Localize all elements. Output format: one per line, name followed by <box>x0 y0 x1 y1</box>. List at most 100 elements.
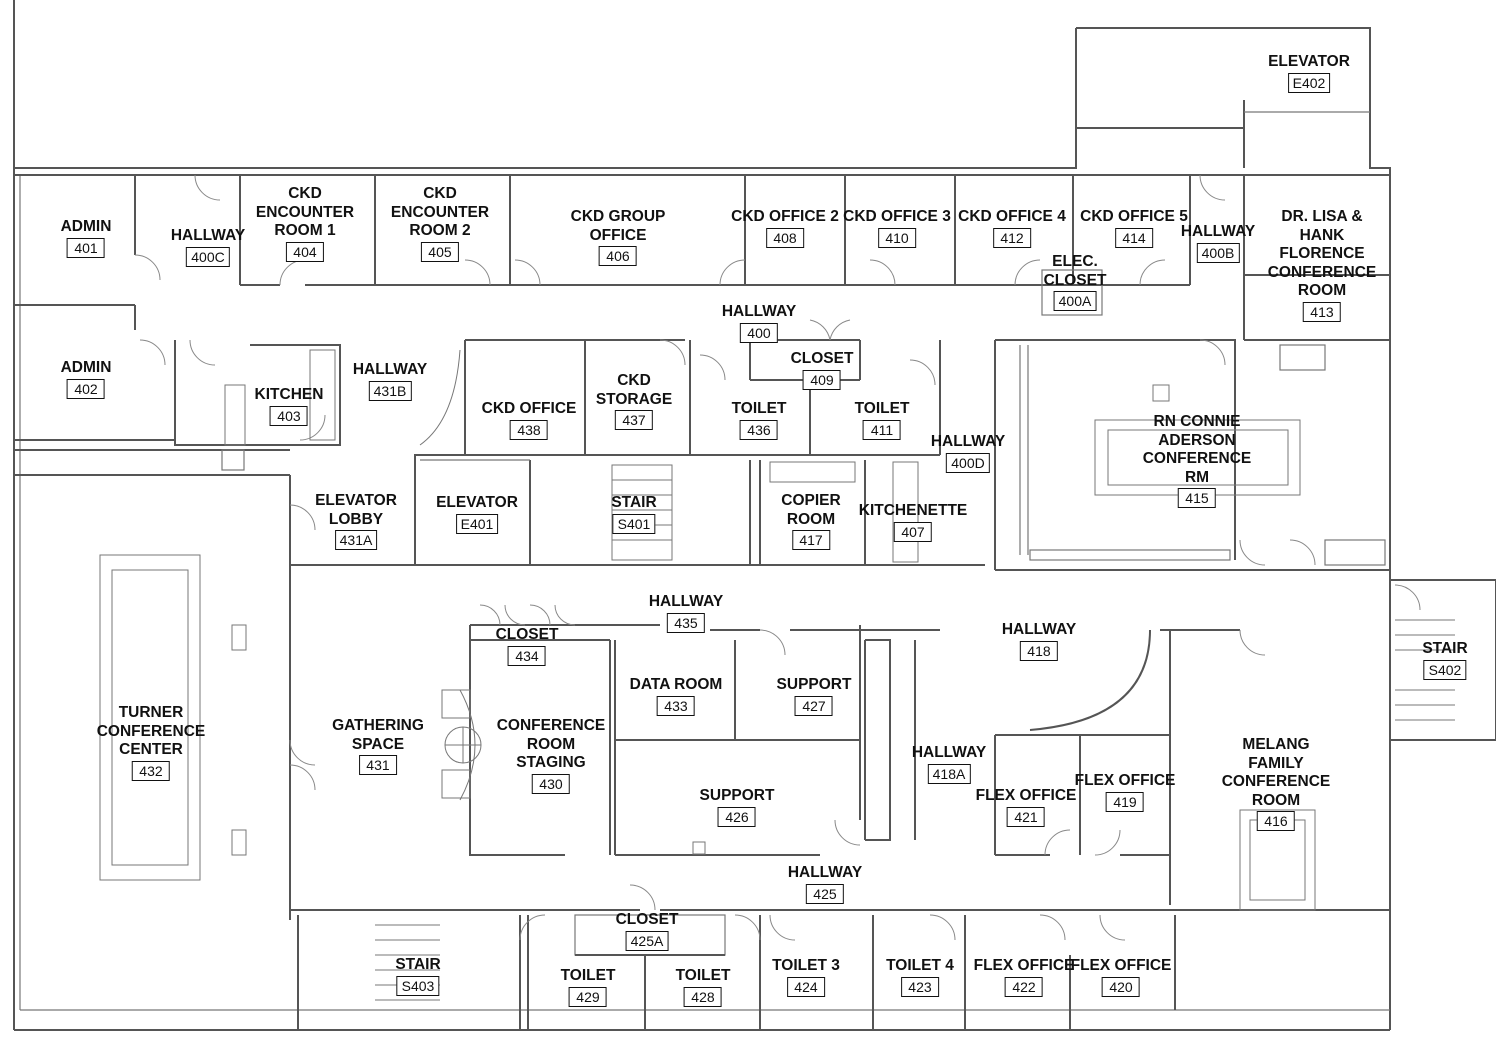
room-number: 400C <box>186 246 230 267</box>
room-number: E401 <box>455 513 499 534</box>
room-number: 403 <box>269 405 308 426</box>
room-number: 406 <box>598 246 637 266</box>
room-number: 414 <box>1115 227 1153 248</box>
room-number: 434 <box>508 645 546 666</box>
room-number: 408 <box>766 227 804 248</box>
room-number: 418A <box>927 763 971 784</box>
room-number: 400 <box>739 322 778 343</box>
room-number: S401 <box>612 513 656 534</box>
room-number: 436 <box>739 419 778 440</box>
room-number: 424 <box>786 976 825 997</box>
door-swings <box>134 174 1421 941</box>
room-number: 418 <box>1019 640 1058 661</box>
room-number: 430 <box>531 773 570 794</box>
room-number: 415 <box>1177 488 1216 508</box>
room-number: 413 <box>1302 301 1341 322</box>
room-number: 421 <box>1007 806 1045 827</box>
room-number: S403 <box>396 975 440 996</box>
room-number: 412 <box>993 227 1031 248</box>
room-number: 429 <box>568 986 607 1007</box>
room-number: 405 <box>420 241 459 262</box>
room-number: 432 <box>131 760 170 781</box>
room-number: 419 <box>1106 791 1144 812</box>
room-number: 407 <box>894 521 932 542</box>
room-number: 427 <box>795 695 833 716</box>
room-number: 400A <box>1053 291 1097 311</box>
room-number: 426 <box>718 806 756 827</box>
room-number: E402 <box>1287 72 1331 93</box>
room-number: 431 <box>358 755 397 775</box>
room-number: 417 <box>792 530 830 550</box>
exterior-walls <box>13 0 1391 1031</box>
lower-walls <box>290 564 1496 905</box>
room-number: 431A <box>334 530 378 550</box>
room-number: 437 <box>615 410 653 430</box>
room-number: 400D <box>946 452 990 473</box>
room-number: S402 <box>1423 659 1467 680</box>
room-number: 425 <box>805 883 844 904</box>
room-number: 431B <box>368 380 412 401</box>
room-number: 400B <box>1196 242 1240 263</box>
room-number: 438 <box>510 419 548 440</box>
middle-walls <box>14 339 1390 920</box>
room-number: 423 <box>900 976 939 997</box>
stair-treads <box>375 464 1455 1001</box>
room-number: 428 <box>683 986 722 1007</box>
room-number: 410 <box>878 227 916 248</box>
room-number: 411 <box>862 419 901 440</box>
room-number: 420 <box>1102 976 1140 997</box>
room-number: 404 <box>285 241 324 262</box>
room-number: 401 <box>67 237 105 258</box>
room-number: 409 <box>803 369 841 390</box>
furniture <box>99 349 1316 911</box>
room-number: 435 <box>666 612 705 633</box>
